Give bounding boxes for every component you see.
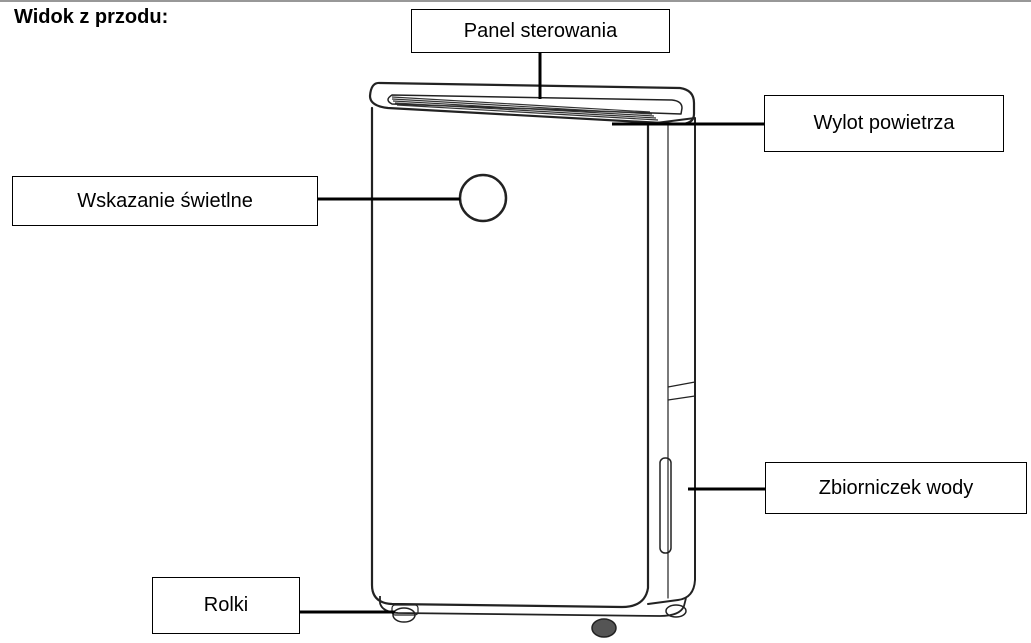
side-panel-outline bbox=[647, 117, 696, 605]
callout-air-outlet: Wylot powietrza bbox=[764, 95, 1004, 152]
callout-light-indicator: Wskazanie świetlne bbox=[12, 176, 318, 226]
wheel-front-right bbox=[591, 618, 617, 638]
top-lid-inner bbox=[387, 94, 683, 115]
air-outlet-grille bbox=[391, 96, 659, 121]
front-panel-outline bbox=[370, 106, 650, 609]
base-with-wheels bbox=[379, 596, 687, 638]
callout-water-tank: Zbiorniczek wody bbox=[765, 462, 1027, 514]
callout-control-panel: Panel sterowania bbox=[411, 9, 670, 53]
light-indicator-ring bbox=[458, 173, 508, 223]
callout-wheels: Rolki bbox=[152, 577, 300, 634]
wheel-left-bracket bbox=[391, 604, 419, 616]
side-groove-lower bbox=[667, 395, 696, 401]
page-title: Widok z przodu: bbox=[14, 6, 169, 28]
leader-lines bbox=[299, 52, 765, 614]
side-groove-upper bbox=[667, 381, 696, 388]
base-plate bbox=[379, 596, 687, 617]
dehumidifier-body bbox=[368, 81, 696, 609]
wheel-rear-right bbox=[665, 604, 687, 618]
water-tank-window bbox=[659, 457, 672, 554]
